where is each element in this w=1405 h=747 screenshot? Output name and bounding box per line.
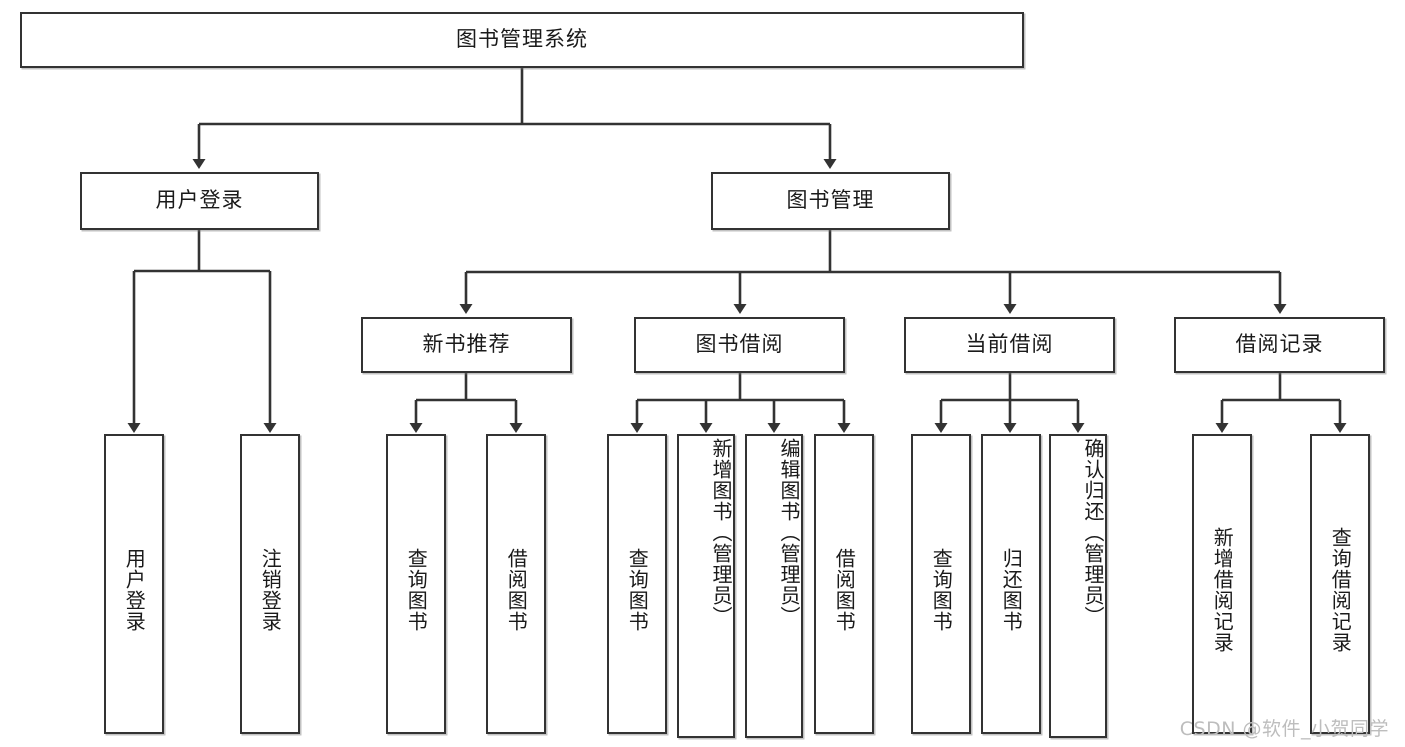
node-book-manage-label: 图书管理 bbox=[786, 188, 875, 213]
leaf-add-book-admin[interactable]: 新增图书（管理员） bbox=[677, 434, 735, 738]
node-borrow-record[interactable]: 借阅记录 bbox=[1174, 317, 1385, 373]
leaf-query-book-2[interactable]: 查询图书 bbox=[607, 434, 667, 734]
leaf-borrow-book-1[interactable]: 借阅图书 bbox=[486, 434, 546, 734]
leaf-borrow-book-2-label: 借阅图书 bbox=[832, 548, 857, 632]
node-book-manage[interactable]: 图书管理 bbox=[711, 172, 950, 230]
leaf-borrow-book-2[interactable]: 借阅图书 bbox=[814, 434, 874, 734]
node-new-book-recommend[interactable]: 新书推荐 bbox=[361, 317, 572, 373]
node-book-borrow-label: 图书借阅 bbox=[695, 332, 784, 357]
leaf-user-login[interactable]: 用户登录 bbox=[104, 434, 164, 734]
leaf-add-borrow-record-label: 新增借阅记录 bbox=[1210, 527, 1235, 653]
leaf-return-book-label: 归还图书 bbox=[999, 548, 1024, 632]
leaf-edit-book-admin-label: 编辑图书（管理员） bbox=[777, 438, 801, 627]
node-current-borrow[interactable]: 当前借阅 bbox=[904, 317, 1115, 373]
leaf-query-borrow-record-label: 查询借阅记录 bbox=[1328, 527, 1353, 653]
leaf-user-logout[interactable]: 注销登录 bbox=[240, 434, 300, 734]
leaf-query-book-3-label: 查询图书 bbox=[929, 548, 954, 632]
node-borrow-record-label: 借阅记录 bbox=[1235, 332, 1324, 357]
leaf-return-book[interactable]: 归还图书 bbox=[981, 434, 1041, 734]
leaf-user-login-label: 用户登录 bbox=[122, 548, 147, 632]
csdn-watermark: CSDN @软件_小贺同学 bbox=[1179, 718, 1389, 740]
leaf-user-logout-label: 注销登录 bbox=[258, 548, 283, 632]
leaf-confirm-return-admin[interactable]: 确认归还（管理员） bbox=[1049, 434, 1107, 738]
leaf-query-book-1-label: 查询图书 bbox=[404, 548, 429, 632]
node-current-borrow-label: 当前借阅 bbox=[965, 332, 1054, 357]
leaf-edit-book-admin[interactable]: 编辑图书（管理员） bbox=[745, 434, 803, 738]
leaf-confirm-return-admin-label: 确认归还（管理员） bbox=[1081, 438, 1105, 627]
node-book-borrow[interactable]: 图书借阅 bbox=[634, 317, 845, 373]
leaf-query-book-1[interactable]: 查询图书 bbox=[386, 434, 446, 734]
leaf-query-book-3[interactable]: 查询图书 bbox=[911, 434, 971, 734]
leaf-query-book-2-label: 查询图书 bbox=[625, 548, 650, 632]
node-user-login[interactable]: 用户登录 bbox=[80, 172, 319, 230]
node-user-login-label: 用户登录 bbox=[155, 188, 244, 213]
leaf-add-book-admin-label: 新增图书（管理员） bbox=[709, 438, 733, 627]
leaf-borrow-book-1-label: 借阅图书 bbox=[504, 548, 529, 632]
leaf-query-borrow-record[interactable]: 查询借阅记录 bbox=[1310, 434, 1370, 734]
node-root-system-label: 图书管理系统 bbox=[456, 27, 588, 52]
node-root-system[interactable]: 图书管理系统 bbox=[20, 12, 1024, 68]
leaf-add-borrow-record[interactable]: 新增借阅记录 bbox=[1192, 434, 1252, 734]
node-new-book-recommend-label: 新书推荐 bbox=[422, 332, 511, 357]
